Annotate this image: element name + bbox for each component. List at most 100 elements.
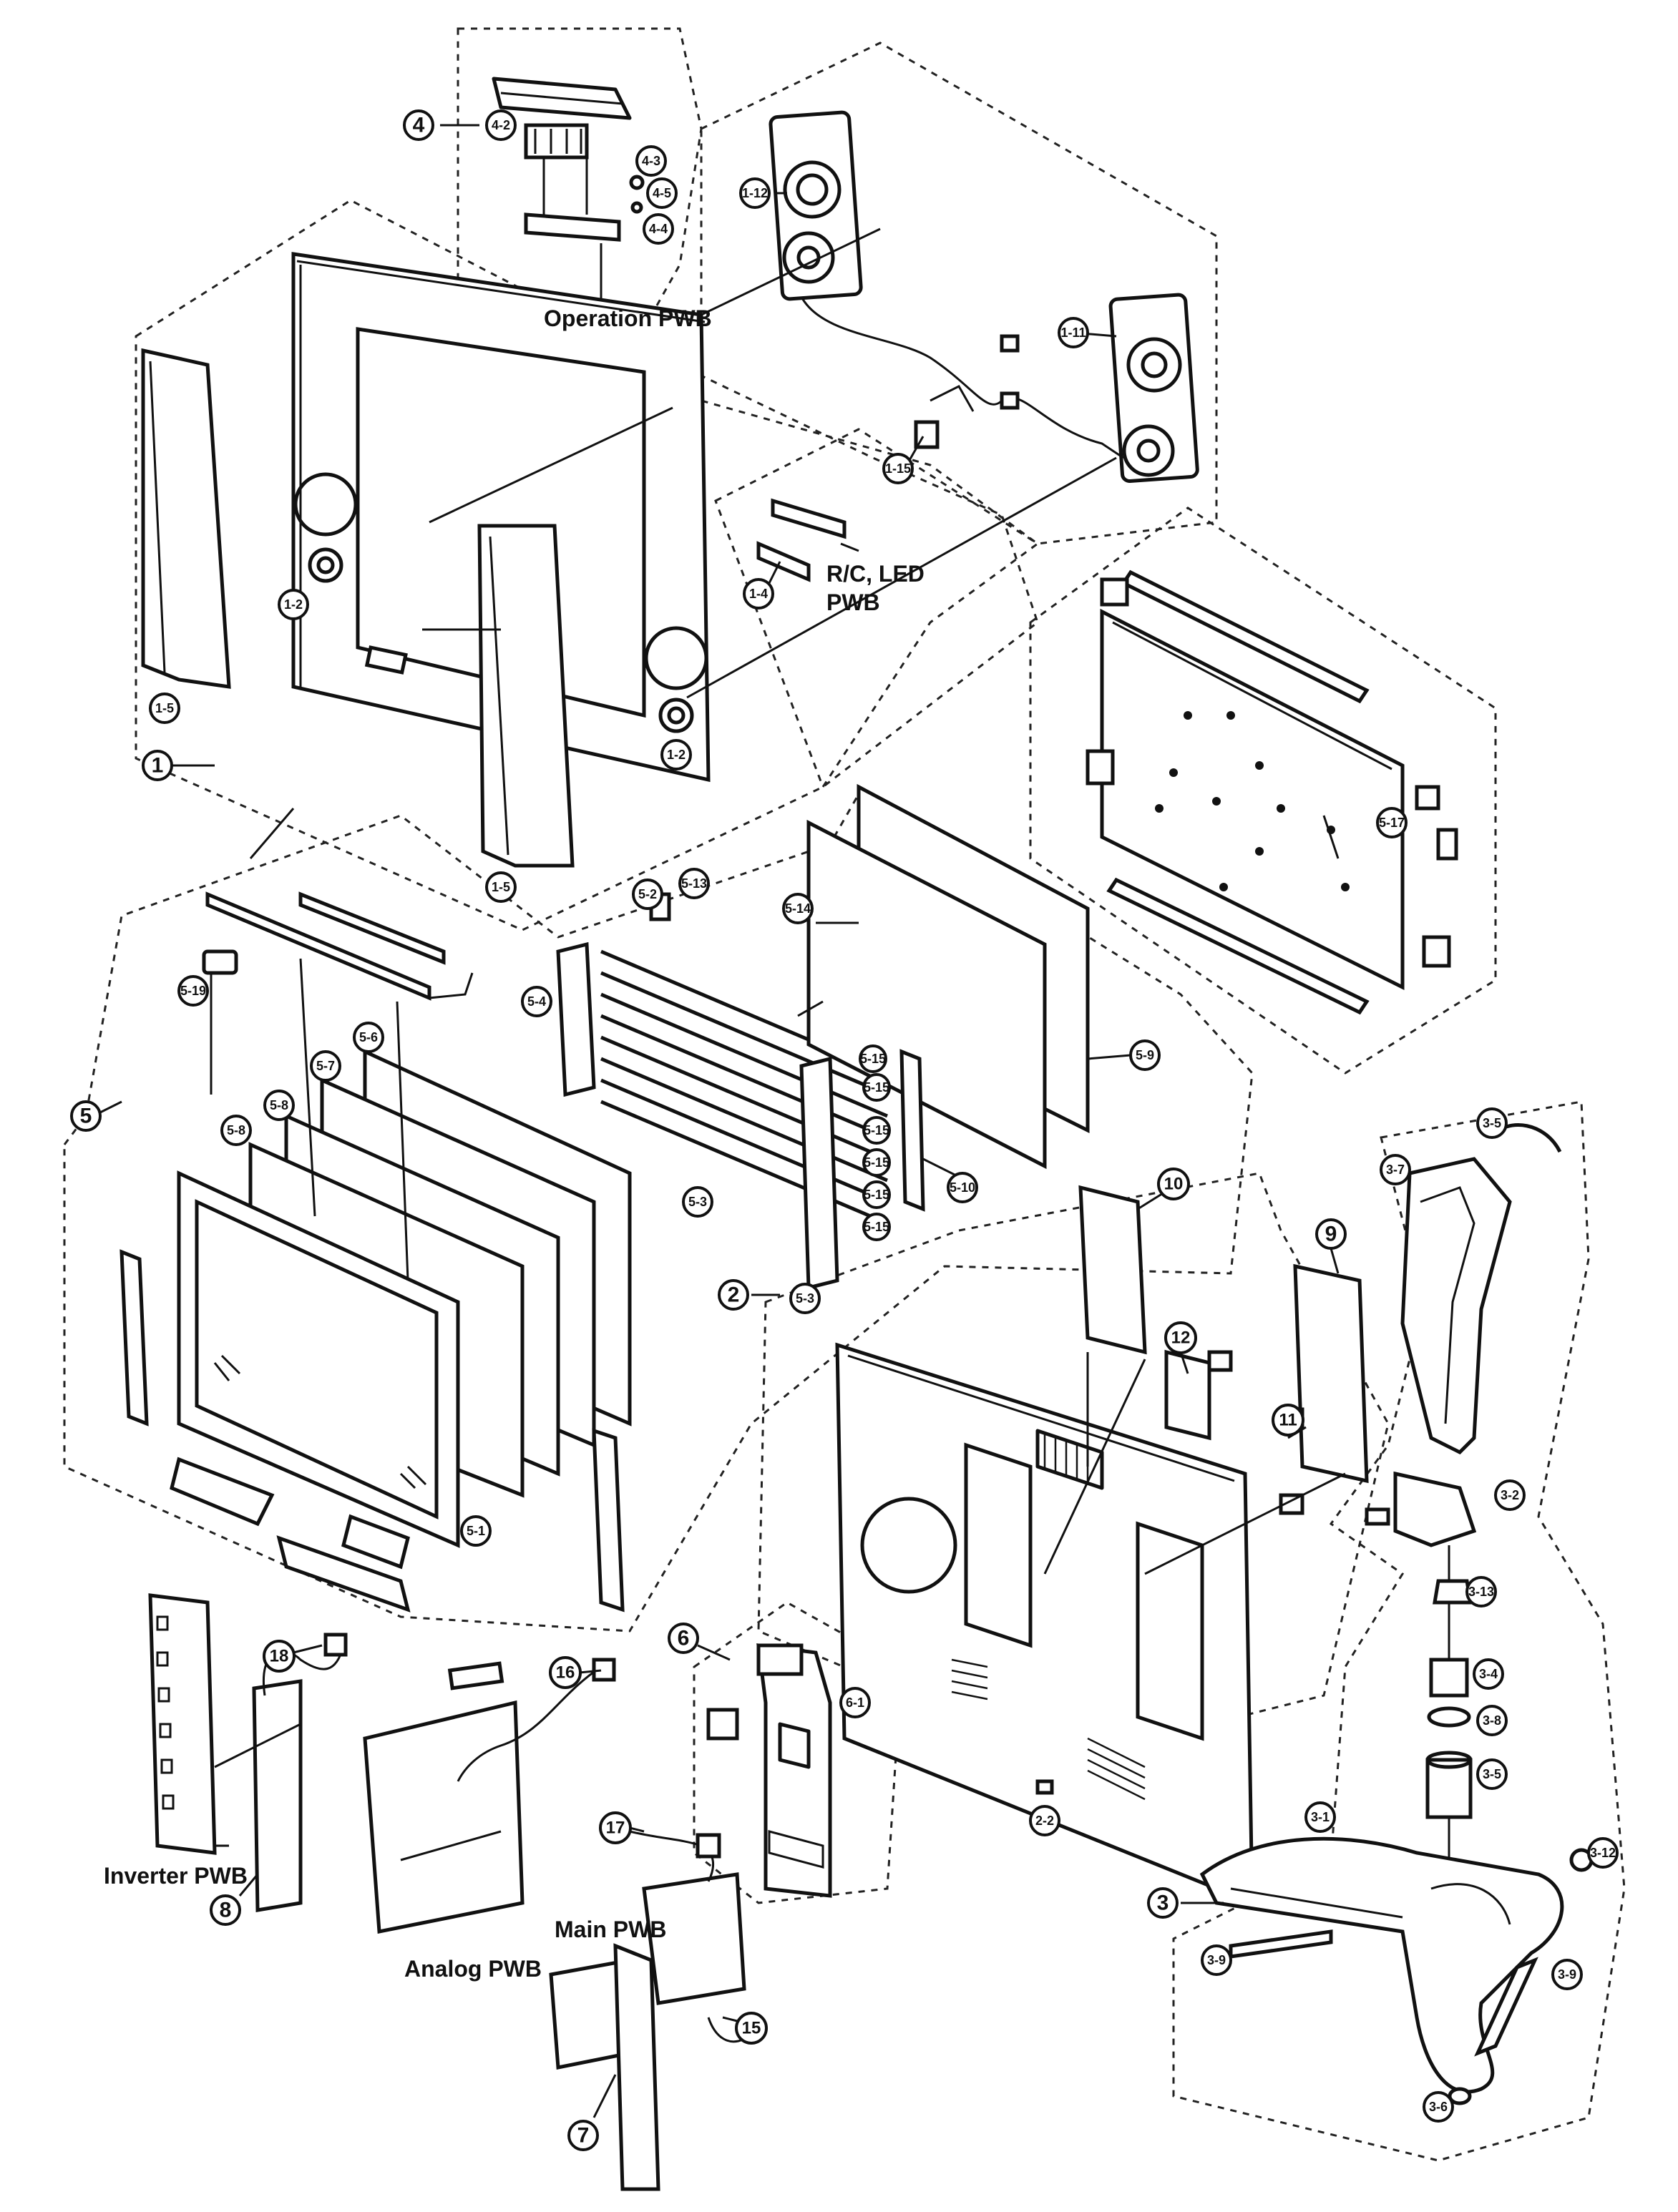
callout-5-14: 5-14 [782,893,814,924]
svg-text:3-5: 3-5 [1483,1116,1501,1130]
callout-2: 2 [718,1279,749,1311]
rear-cavity-right [1136,1521,1204,1741]
svg-text:3-9: 3-9 [1558,1967,1576,1982]
bottom-rail [1106,877,1370,1015]
operation-pwb-board [524,212,621,242]
caption-main-pwb: Main PWB [555,1917,666,1942]
callout-5-8-b: 5-8 [220,1115,252,1146]
caption-rc-led-pwb-line1: R/C, LED [826,561,925,587]
lcd-side-strip-left [119,1249,149,1426]
svg-text:1-5: 1-5 [492,880,510,894]
rear-vent-grilles [951,1434,1146,1801]
callout-4-2: 4-2 [485,109,517,141]
callout-5-9: 5-9 [1129,1039,1161,1071]
svg-text:1-2: 1-2 [667,748,686,762]
callout-5-3-b: 5-3 [789,1283,821,1314]
svg-text:3: 3 [1157,1892,1169,1915]
svg-text:1: 1 [152,754,164,778]
speaker-wire [800,296,1124,459]
callout-3-9-right: 3-9 [1551,1959,1583,1990]
cable-15 [707,2017,745,2043]
svg-text:8: 8 [220,1899,232,1922]
callout-8: 8 [210,1894,241,1926]
lcd-glass [195,1199,439,1519]
callout-5-2: 5-2 [632,879,663,910]
group-1-outline [135,199,1039,931]
rear-plate-12 [1164,1349,1211,1441]
callout-5: 5 [70,1100,102,1132]
callout-9: 9 [1315,1218,1347,1250]
stand-arm [1400,1157,1512,1455]
callout-5-1: 5-1 [460,1515,492,1547]
svg-text:16: 16 [556,1663,575,1683]
svg-text:11: 11 [1279,1411,1297,1430]
svg-text:3-6: 3-6 [1429,2100,1448,2114]
svg-text:3-9: 3-9 [1207,1953,1226,1967]
svg-text:1-4: 1-4 [749,587,768,601]
stand-base [1199,1836,1564,2094]
sub-callouts: 4-2 4-3 4-5 4-4 1-12 1-11 1-15 1-4 1-2 1… [149,109,1619,2123]
svg-text:9: 9 [1325,1223,1337,1246]
svg-text:3-7: 3-7 [1386,1163,1405,1177]
svg-text:5-8: 5-8 [270,1098,288,1112]
lamp-holder-left [556,941,596,1097]
svg-text:1-12: 1-12 [742,186,768,200]
svg-text:7: 7 [577,2124,590,2148]
rear-cover-10 [1078,1185,1147,1355]
operation-bracket [492,77,632,120]
group-rc-led-outline [714,428,1040,790]
callout-5-15-f: 5-15 [862,1213,891,1241]
lcd-connector [202,949,238,975]
callout-4: 4 [403,109,434,141]
svg-text:5-3: 5-3 [796,1291,814,1306]
callout-5-15-a: 5-15 [859,1044,887,1073]
callout-5-17: 5-17 [1376,807,1408,838]
svg-text:5-4: 5-4 [527,994,546,1009]
group-panel-outline [1029,506,1497,1075]
svg-text:5-15: 5-15 [864,1080,889,1095]
svg-text:1-15: 1-15 [885,461,911,476]
svg-text:5-3: 5-3 [688,1195,707,1209]
callout-3-13: 3-13 [1465,1576,1497,1607]
rear-cabinet-assembly [835,1185,1369,1906]
group-5-outline [63,792,1254,1633]
svg-text:2-2: 2-2 [1035,1814,1054,1828]
callout-1-2-right: 1-2 [660,739,692,770]
callout-5-7: 5-7 [310,1050,341,1082]
svg-text:5-6: 5-6 [359,1030,378,1044]
svg-text:4-4: 4-4 [649,222,668,236]
svg-text:6-1: 6-1 [846,1695,864,1710]
callout-5-15-e: 5-15 [862,1180,891,1209]
svg-text:3-1: 3-1 [1311,1810,1330,1824]
svg-text:3-12: 3-12 [1590,1846,1616,1860]
callout-4-3: 4-3 [635,145,667,177]
callout-3-1: 3-1 [1304,1801,1336,1833]
panel-back-cover-assembly [1086,569,1458,1015]
svg-text:12: 12 [1171,1328,1191,1348]
svg-text:3-2: 3-2 [1501,1488,1519,1502]
speaker-assembly [769,110,1199,483]
svg-text:3-8: 3-8 [1483,1713,1501,1728]
captions: Operation PWB R/C, LED PWB Inverter PWB … [104,305,925,1982]
callout-5-15-c: 5-15 [862,1116,891,1145]
side-panel-right [477,524,575,868]
svg-text:6: 6 [678,1627,690,1650]
svg-text:5-13: 5-13 [681,876,707,891]
svg-text:1-2: 1-2 [284,597,303,612]
callout-1-5-left: 1-5 [149,693,180,724]
panel-back-plate [1100,608,1405,991]
callout-6-1: 6-1 [839,1687,871,1718]
callout-16: 16 [549,1656,582,1689]
callout-1-12: 1-12 [739,177,771,209]
svg-text:1-11: 1-11 [1060,326,1086,340]
svg-text:17: 17 [606,1819,625,1838]
callout-3-8: 3-8 [1476,1705,1508,1736]
svg-text:18: 18 [270,1647,289,1666]
svg-text:10: 10 [1164,1175,1184,1194]
plate-screws [1155,711,1350,891]
svg-text:3-4: 3-4 [1479,1667,1498,1681]
main-pwb-board [642,1872,746,2005]
svg-text:5-9: 5-9 [1136,1048,1154,1062]
ccfl-lamps [600,949,888,1225]
svg-text:5-14: 5-14 [785,901,811,916]
